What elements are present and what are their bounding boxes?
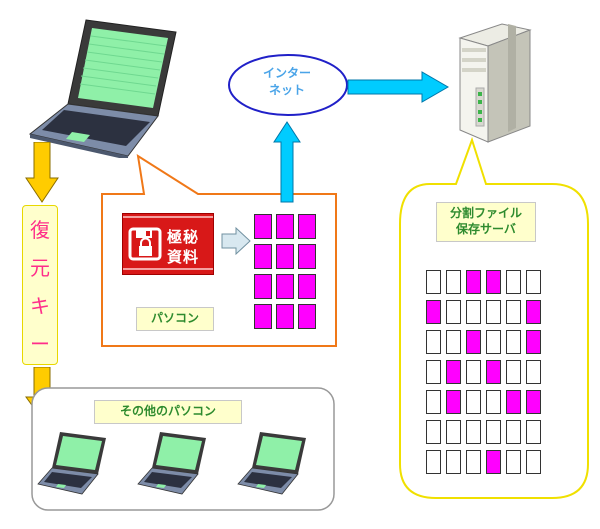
right-arrow-blue bbox=[347, 71, 450, 103]
small-laptop-icon bbox=[37, 432, 106, 495]
server-grid-cell-empty bbox=[506, 270, 521, 294]
server-grid-cell-empty bbox=[466, 300, 481, 324]
pc-grid-cell-filled bbox=[254, 304, 272, 329]
server-grid-cell-empty bbox=[506, 330, 521, 354]
pc-grid-cell-filled bbox=[276, 214, 294, 239]
server-grid-cell-filled bbox=[526, 300, 541, 324]
pc-grid-cell-filled bbox=[254, 244, 272, 269]
server-grid-cell-empty bbox=[526, 270, 541, 294]
server-grid-cell-empty bbox=[426, 390, 441, 414]
server-grid-cell-filled bbox=[446, 360, 461, 384]
server-grid-cell-filled bbox=[446, 390, 461, 414]
secret-document: 極秘 資料 bbox=[122, 213, 214, 275]
server-grid-cell-empty bbox=[506, 300, 521, 324]
other-pcs-label: その他のパソコン bbox=[94, 400, 242, 424]
restore-key-char-3: キ bbox=[30, 294, 50, 318]
server-grid-cell-empty bbox=[446, 450, 461, 474]
restore-key-char-1: 復 bbox=[30, 218, 50, 242]
down-arrow-yellow-1 bbox=[25, 142, 59, 203]
server-grid-cell-filled bbox=[526, 330, 541, 354]
server-label-line2: 保存サーバ bbox=[456, 222, 516, 236]
server-icon bbox=[458, 23, 532, 143]
server-grid-cell-filled bbox=[466, 330, 481, 354]
server-grid-cell-empty bbox=[426, 360, 441, 384]
server-grid-cell-filled bbox=[426, 300, 441, 324]
restore-key-char-2: 元 bbox=[30, 256, 50, 280]
internet-label: インター ネット bbox=[228, 65, 346, 99]
server-grid-cell-empty bbox=[506, 450, 521, 474]
split-arrow bbox=[221, 226, 251, 256]
server-grid-cell-empty bbox=[426, 270, 441, 294]
server-grid-cell-empty bbox=[466, 390, 481, 414]
small-laptop-icon bbox=[237, 432, 306, 495]
up-arrow-blue bbox=[273, 121, 301, 203]
server-grid-cell-filled bbox=[486, 450, 501, 474]
server-grid-cell-empty bbox=[526, 450, 541, 474]
server-grid-cell-empty bbox=[526, 420, 541, 444]
pc-grid-cell-filled bbox=[298, 244, 316, 269]
server-grid-cell-empty bbox=[446, 270, 461, 294]
server-grid-cell-filled bbox=[526, 390, 541, 414]
server-grid-cell-empty bbox=[426, 450, 441, 474]
server-grid-cell-filled bbox=[486, 360, 501, 384]
server-grid-cell-empty bbox=[526, 360, 541, 384]
internet-label-line2: ネット bbox=[268, 82, 305, 97]
server-grid-cell-empty bbox=[446, 420, 461, 444]
server-grid-cell-empty bbox=[506, 420, 521, 444]
server-grid-cell-empty bbox=[446, 300, 461, 324]
pc-grid-cell-filled bbox=[298, 304, 316, 329]
pc-label: パソコン bbox=[136, 307, 214, 331]
internet-label-line1: インター bbox=[262, 66, 311, 80]
pc-grid-cell-filled bbox=[254, 214, 272, 239]
pc-grid-cell-filled bbox=[298, 274, 316, 299]
server-grid-cell-empty bbox=[466, 450, 481, 474]
server-grid-cell-empty bbox=[426, 420, 441, 444]
server-grid-cell-empty bbox=[486, 420, 501, 444]
internet-cloud bbox=[228, 54, 348, 116]
pc-grid-cell-filled bbox=[276, 304, 294, 329]
server-grid-cell-empty bbox=[486, 300, 501, 324]
pc-grid-cell-filled bbox=[276, 244, 294, 269]
server-grid-cell-empty bbox=[466, 420, 481, 444]
restore-key-box: 復 元 キ ー bbox=[22, 205, 58, 365]
server-label-line1: 分割ファイル bbox=[449, 206, 522, 221]
pc-grid-cell-filled bbox=[276, 274, 294, 299]
small-laptop-icon bbox=[137, 432, 206, 495]
server-label: 分割ファイル 保存サーバ bbox=[436, 202, 536, 242]
restore-key-char-4: ー bbox=[30, 332, 50, 356]
server-grid-cell-empty bbox=[446, 330, 461, 354]
main-laptop-icon bbox=[28, 19, 177, 158]
server-grid-cell-filled bbox=[486, 270, 501, 294]
secret-label-line1: 極秘 bbox=[167, 228, 200, 246]
server-grid-cell-empty bbox=[426, 330, 441, 354]
server-grid-cell-empty bbox=[506, 360, 521, 384]
server-grid-cell-empty bbox=[486, 390, 501, 414]
server-grid-cell-filled bbox=[506, 390, 521, 414]
server-grid-cell-filled bbox=[466, 270, 481, 294]
secret-label-line2: 資料 bbox=[167, 248, 200, 266]
pc-split-grid bbox=[254, 214, 318, 332]
server-grid-cell-empty bbox=[466, 360, 481, 384]
pc-grid-cell-filled bbox=[254, 274, 272, 299]
pc-grid-cell-filled bbox=[298, 214, 316, 239]
floppy-lock-icon bbox=[128, 227, 162, 261]
server-grid-cell-empty bbox=[486, 330, 501, 354]
server-split-grid bbox=[426, 270, 550, 480]
